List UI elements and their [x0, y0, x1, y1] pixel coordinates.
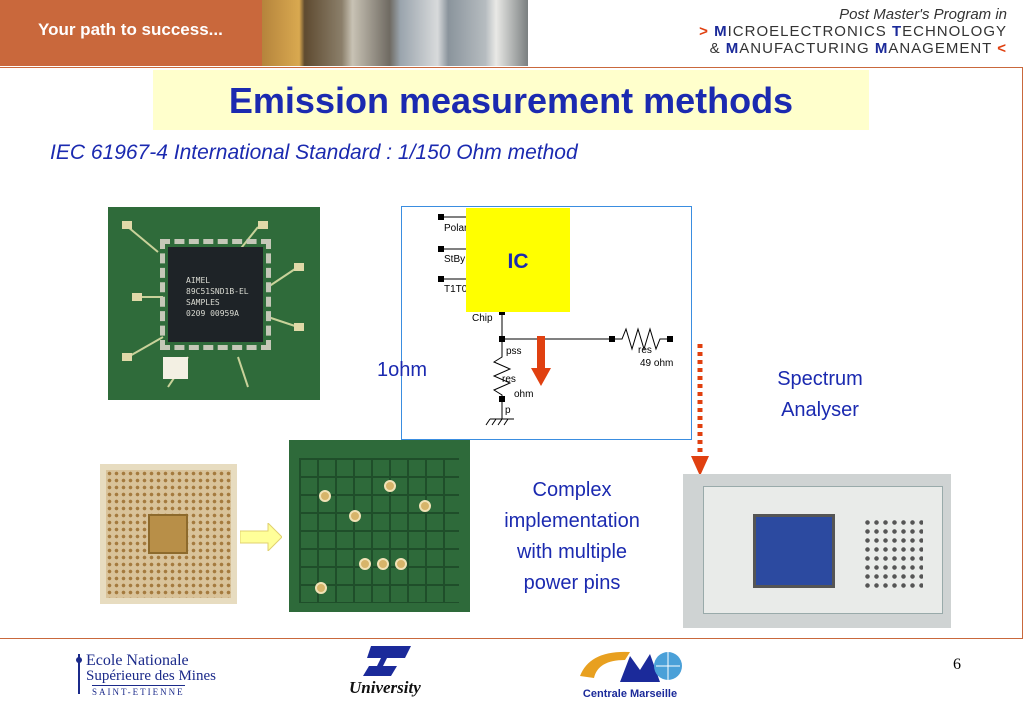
- header-banner: Your path to success...: [0, 0, 262, 66]
- connector-pad: [377, 558, 389, 570]
- program-word-manufacturing: ANUFACTURING: [739, 40, 870, 57]
- centrale-marseille-logo: Centrale Marseille: [570, 646, 690, 704]
- schematic-res1-label: res: [502, 374, 516, 385]
- test-board-photo: [289, 440, 470, 612]
- program-line3: & MANUFACTURING MANAGEMENT <: [699, 40, 1007, 57]
- chip-marking-line: 0209 00959A: [186, 309, 239, 318]
- connector-pad: [419, 500, 431, 512]
- chip-marking: AIMEL 89C51SND1B-EL SAMPLES 0209 00959A: [186, 275, 249, 319]
- program-line2: > MICROELECTRONICS TECHNOLOGY: [699, 23, 1007, 40]
- banner-slogan: Your path to success...: [38, 20, 223, 39]
- one-ohm-label: 1ohm: [377, 359, 428, 381]
- st-logo-icon: [363, 646, 411, 676]
- program-line1: Post Master's Program in: [839, 6, 1007, 23]
- chip-marking-line: SAMPLES: [186, 298, 220, 307]
- schematic-ohm2-label: 49 ohm: [640, 358, 673, 369]
- chip-photo: AIMEL 89C51SND1B-EL SAMPLES 0209 00959A: [108, 207, 320, 400]
- emse-line3: SAINT-ETIENNE: [92, 685, 185, 697]
- schematic-res2-label: res: [638, 345, 652, 356]
- emse-emblem-icon: [76, 654, 82, 694]
- program-letter-t: T: [891, 23, 903, 40]
- arrow-down-icon: [531, 336, 551, 386]
- connector-pad: [319, 490, 331, 502]
- program-arrow-left: <: [997, 40, 1007, 57]
- analyser-screen: [753, 514, 835, 588]
- complex-implementation-label: Complex implementation with multiple pow…: [504, 479, 640, 594]
- spectrum-analyser-label: Spectrum Analyser: [777, 368, 863, 421]
- emse-line1: Ecole Nationale: [86, 652, 189, 669]
- schematic-drawing: Polar StBy T1T0 Chip pss res ohm p res 4…: [438, 214, 673, 426]
- arrow-right-icon: [240, 523, 282, 551]
- ic-block: IC: [466, 208, 570, 312]
- schematic-pin-polar: Polar: [444, 223, 468, 234]
- program-word-management: ANAGEMENT: [888, 40, 993, 57]
- emse-line2: Supérieure des Mines: [86, 668, 216, 684]
- spectrum-analyser-photo: [683, 474, 951, 628]
- connector-pad: [349, 510, 361, 522]
- connector-pad: [315, 582, 327, 594]
- centrale-marseille-text: Centrale Marseille: [582, 688, 678, 700]
- connector-pad: [359, 558, 371, 570]
- pcb-traces: [122, 221, 304, 388]
- schematic-vss-label: pss: [506, 346, 522, 357]
- bga-die: [148, 514, 188, 554]
- program-letter-m1: M: [725, 40, 740, 57]
- schematic-ohm1-label: ohm: [514, 389, 533, 400]
- centrale-emblem-icon: [580, 651, 682, 682]
- connector-pad: [384, 480, 396, 492]
- program-arrow-right: >: [699, 23, 709, 40]
- slide-footer: Ecole Nationale Supérieure des Mines SAI…: [0, 640, 1023, 708]
- title-box: Emission measurement methods: [153, 70, 869, 130]
- connector-pad: [395, 558, 407, 570]
- schematic-chip-label: Chip: [472, 313, 493, 324]
- bga-photo: [100, 464, 237, 604]
- program-title: Post Master's Program in > MICROELECTRON…: [699, 6, 1007, 57]
- chip-marking-line: AIMEL: [186, 276, 211, 285]
- program-letter-m2: M: [874, 40, 889, 57]
- schematic-pin-stby: StBy: [444, 254, 465, 265]
- program-ampersand: &: [709, 40, 721, 57]
- schematic-pin-t1t0: T1T0: [444, 284, 468, 295]
- st-university-text: University: [349, 678, 421, 697]
- program-word-tech: ECHNOLOGY: [902, 23, 1007, 40]
- analyser-keypad: [863, 518, 923, 588]
- chip-marking-line: 89C51SND1B-EL: [186, 287, 249, 296]
- program-letter-m: M: [714, 23, 728, 40]
- st-university-logo: University: [343, 644, 427, 704]
- dotted-arrow-down-icon: [691, 344, 709, 476]
- emse-logo: Ecole Nationale Supérieure des Mines SAI…: [74, 650, 234, 698]
- slide-subtitle: IEC 61967-4 International Standard : 1/1…: [50, 141, 578, 164]
- program-word-micro: ICROELECTRONICS: [727, 23, 887, 40]
- slide-header: Your path to success... Post Master's Pr…: [0, 0, 1023, 66]
- chip-package: [160, 239, 271, 350]
- header-photo-strip: [262, 0, 528, 66]
- schematic-ground-label: p: [505, 405, 511, 416]
- board-traces: [299, 458, 459, 603]
- slide-title: Emission measurement methods: [228, 80, 794, 121]
- ic-label: IC: [507, 250, 529, 273]
- page-number: 6: [953, 656, 961, 673]
